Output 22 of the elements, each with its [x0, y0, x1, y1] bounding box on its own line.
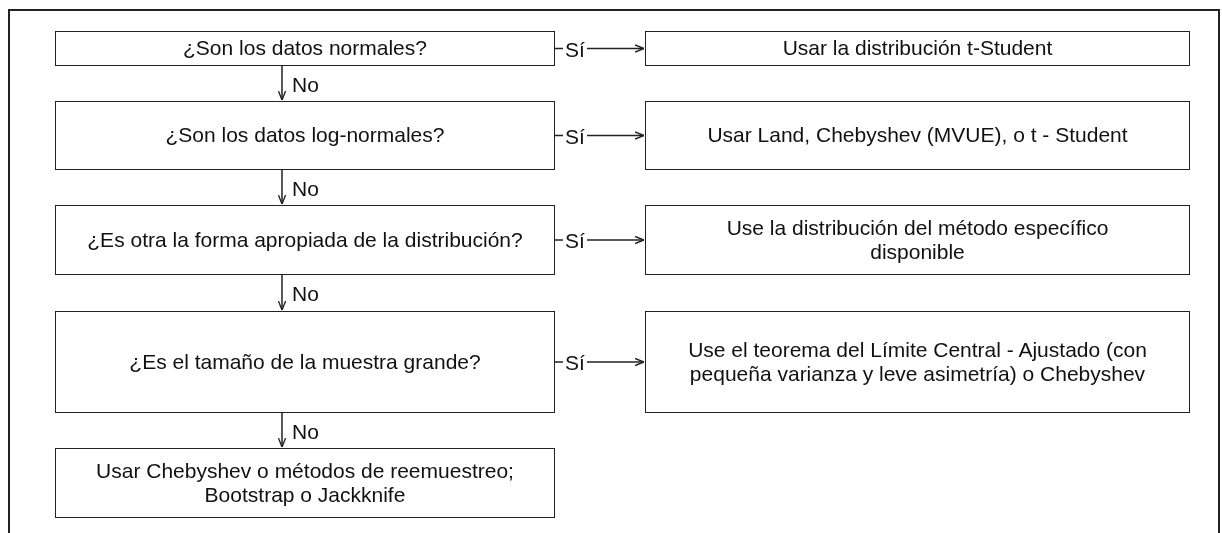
process-box [55, 311, 555, 413]
process-box [55, 205, 555, 275]
process-box [55, 31, 555, 66]
process-box [645, 205, 1190, 275]
arrow [277, 274, 287, 311]
box-text: ¿Es el tamaño de la muestra grande? [129, 349, 481, 375]
box-text: ¿Es otra la forma apropiada de la distribución? [87, 227, 523, 253]
process-box [55, 448, 555, 518]
process-box [55, 101, 555, 170]
arrow [277, 65, 287, 101]
box-text: Use la distribución del método específico disponible [725, 215, 1110, 265]
box-text: Use el teorema del Límite Central - Ajustado (con pequeña varianza y leve asimetría) o Chebyshev [687, 337, 1148, 387]
arrow [277, 412, 287, 448]
process-box [645, 101, 1190, 170]
box-text: ¿Son los datos normales? [183, 36, 427, 61]
box-text: ¿Son los datos log-normales? [165, 123, 445, 148]
process-box [645, 31, 1190, 66]
box-text: Usar Land, Chebyshev (MVUE), o t - Student [707, 123, 1128, 148]
process-box [645, 311, 1190, 413]
box-text: Usar Chebyshev o métodos de reemuestreo; Bootstrap o Jackknife [95, 458, 515, 508]
arrow [277, 169, 287, 205]
box-text: Usar la distribución t-Student [782, 36, 1053, 61]
